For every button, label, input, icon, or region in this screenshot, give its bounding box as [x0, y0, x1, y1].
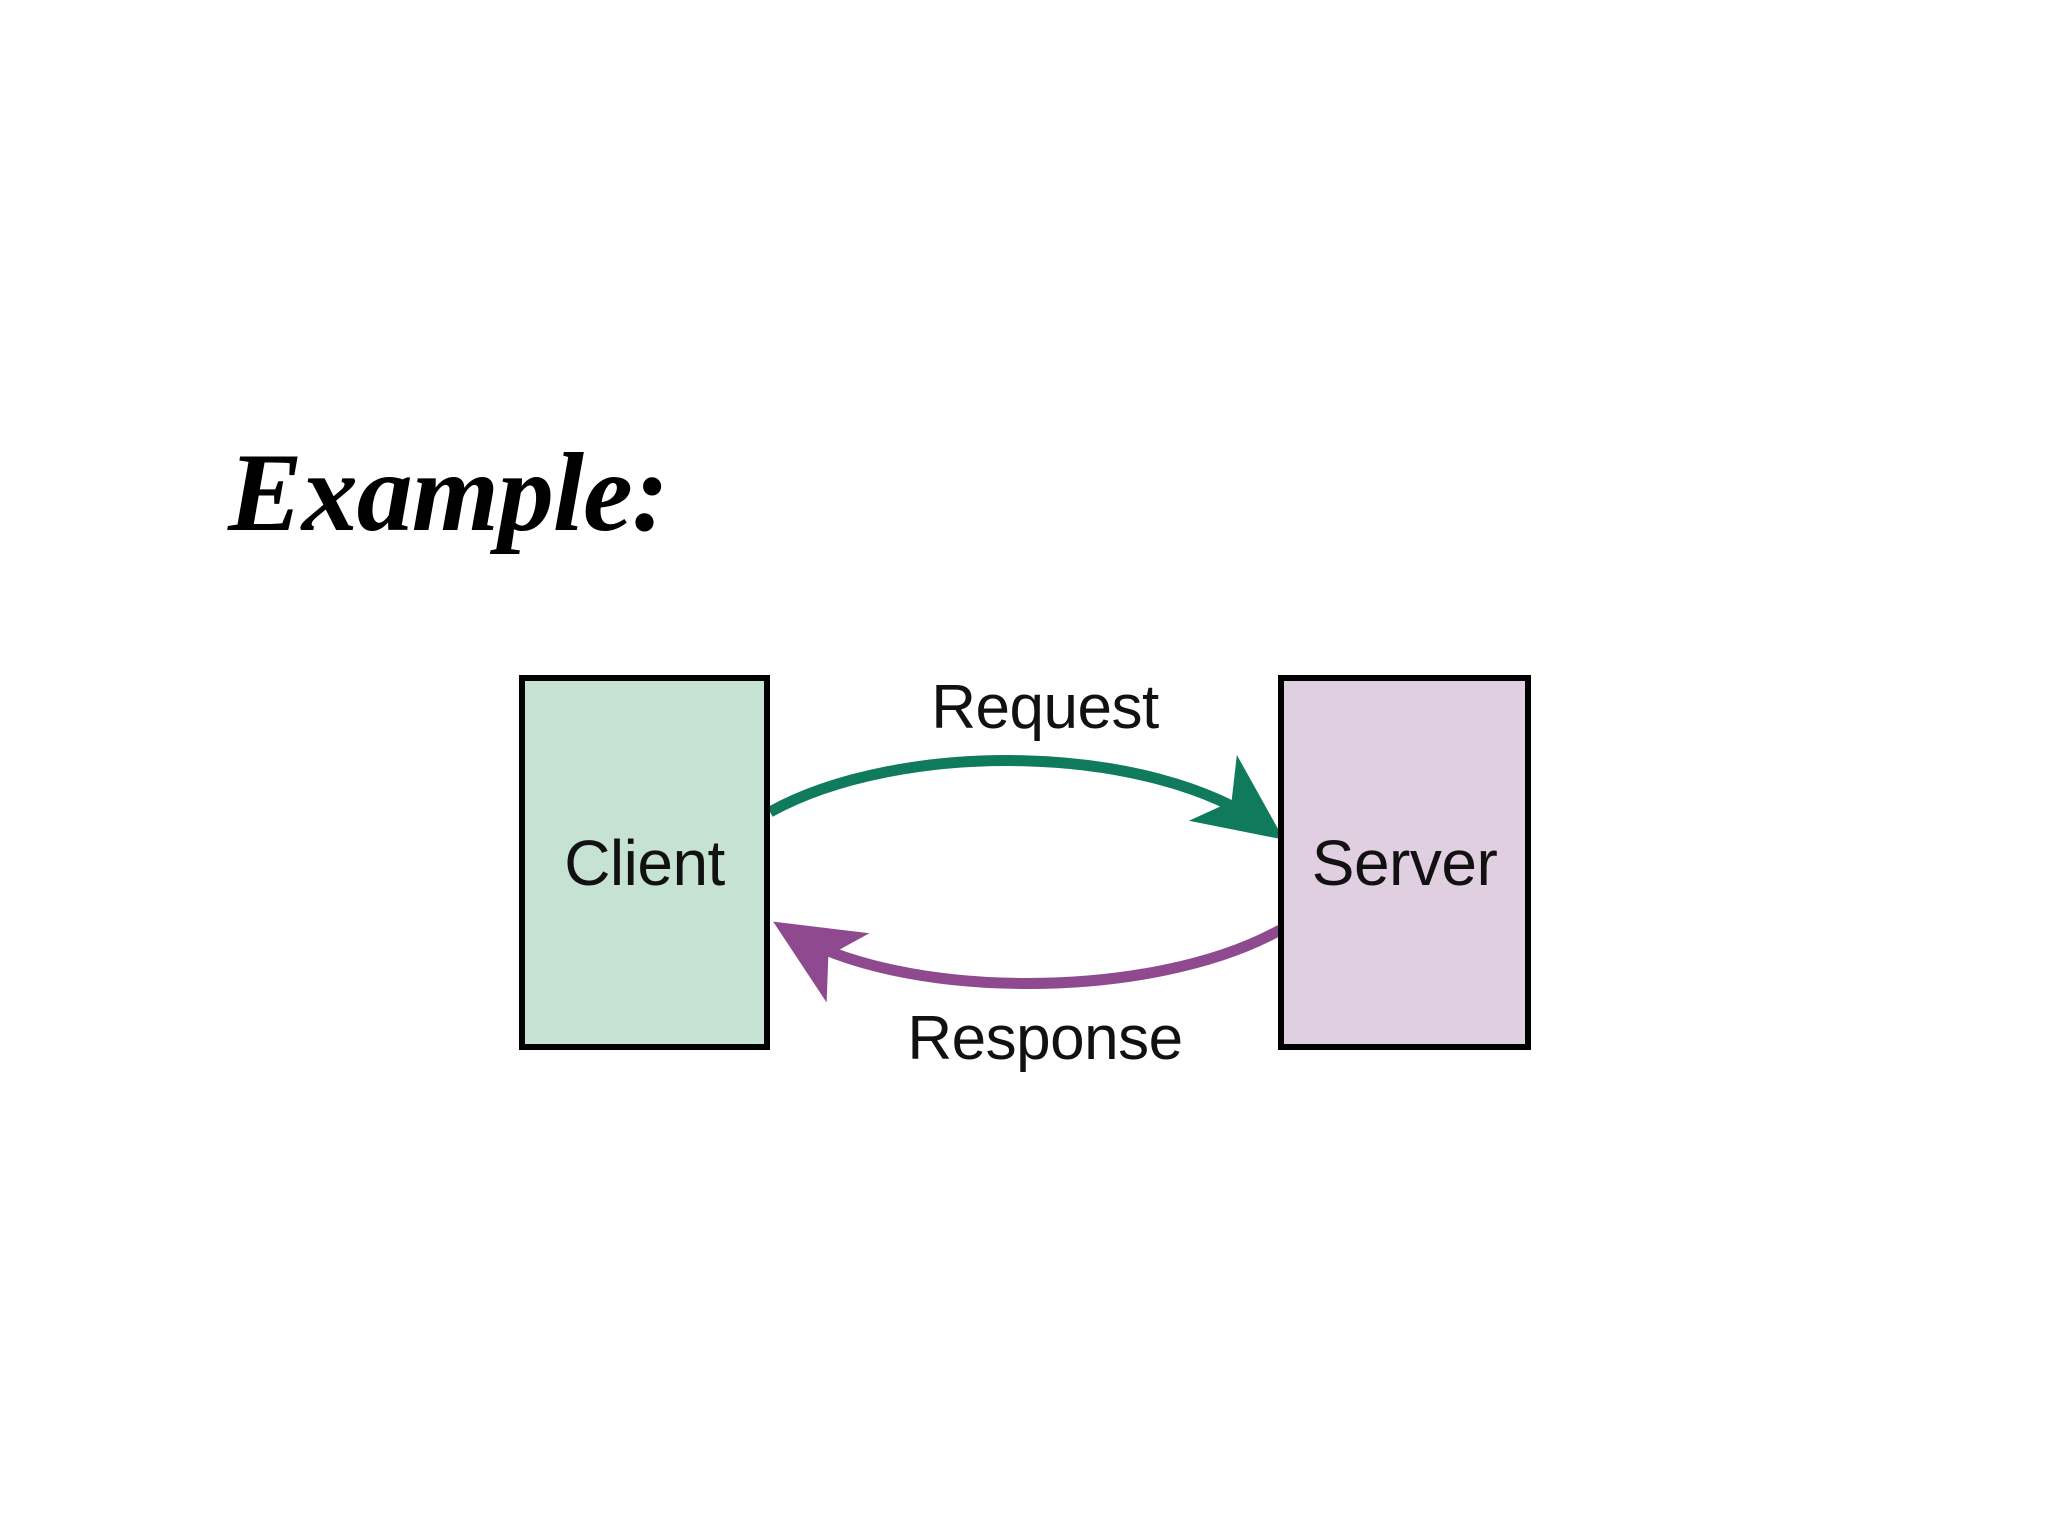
response-arrow — [773, 921, 1283, 1003]
edge-label-request: Request — [931, 673, 1159, 742]
request-arrow — [767, 754, 1285, 840]
node-server-label: Server — [1311, 826, 1498, 899]
node-client[interactable]: Client — [519, 675, 770, 1050]
edge-label-response: Response — [907, 1004, 1183, 1073]
page-title: Example: — [228, 431, 669, 555]
node-server[interactable]: Server — [1278, 675, 1531, 1050]
node-client-label: Client — [564, 826, 725, 899]
